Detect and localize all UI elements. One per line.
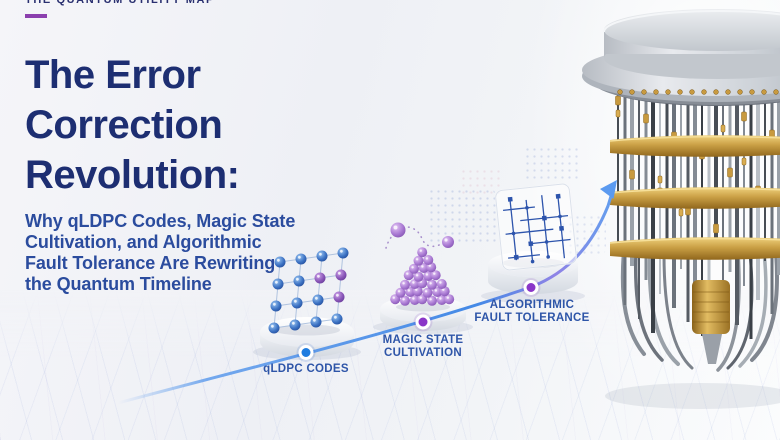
subtitle-line: Cultivation, and Algorithmic [25, 232, 262, 252]
magic-state-crystal-graphic [390, 247, 455, 306]
title-line: Correction [25, 103, 223, 147]
stage-label-algorithmic-fault-tolerance: ALGORITHMIC FAULT TOLERANCE [474, 299, 590, 324]
halftone-dots-decoration [524, 146, 582, 182]
qubit-lattice-graphic [268, 247, 349, 334]
halftone-dots-decoration [428, 188, 496, 246]
timeline-marker-qldpc [296, 343, 316, 362]
quantum-computer-graphic [582, 9, 780, 409]
title-line: The Error [25, 53, 201, 97]
timeline-arrow-icon [600, 180, 617, 199]
brand-label: THE QUANTUM UTILITY MAP [25, 0, 215, 6]
title-line: Revolution: [25, 153, 240, 197]
halftone-dots-decoration [460, 168, 502, 198]
circuit-glass-panel-graphic [494, 183, 578, 271]
timeline-marker-fault-tolerance [521, 278, 541, 297]
subtitle-line: the Quantum Timeline [25, 274, 212, 294]
page-subtitle: Why qLDPC Codes, Magic State Cultivation… [25, 211, 355, 295]
timeline-marker-magic-state [413, 312, 433, 332]
stage-label-magic-state-cultivation: MAGIC STATE CULTIVATION [382, 334, 464, 359]
orbiting-spheres-graphic [385, 222, 454, 249]
subtitle-line: Fault Tolerance Are Rewriting [25, 253, 276, 273]
brand-dash [25, 14, 47, 18]
page-title: The Error Correction Revolution: [25, 50, 355, 200]
stage-label-qldpc-codes: qLDPC CODES [263, 363, 349, 375]
timeline-path [116, 184, 616, 405]
subtitle-line: Why qLDPC Codes, Magic State [25, 211, 296, 231]
